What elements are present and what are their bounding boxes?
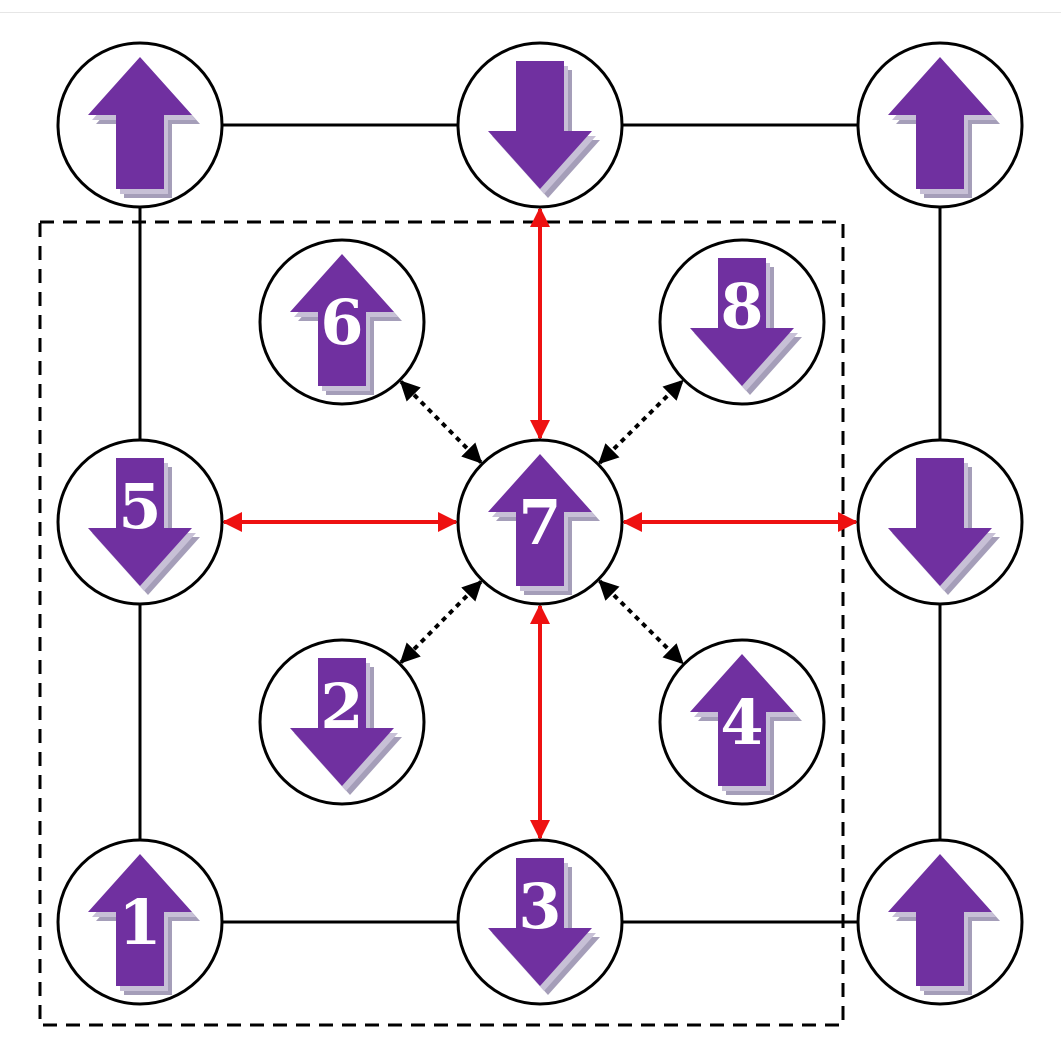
spin-node-1: 1 <box>56 838 224 1006</box>
dashed-cluster-frame <box>38 220 845 1027</box>
spin-node-3: 3 <box>456 838 624 1006</box>
spin-up-arrow-icon <box>690 654 794 786</box>
spin-node-br <box>856 838 1024 1006</box>
spin-down-arrow-icon <box>88 458 192 586</box>
spin-down-arrow-icon <box>488 858 592 986</box>
spin-up-arrow-icon <box>888 57 992 189</box>
spin-node-7: 7 <box>456 438 624 606</box>
spin-up-arrow-icon <box>888 854 992 986</box>
node-number-label: 4 <box>720 686 763 759</box>
spin-down-arrow-icon <box>888 458 992 586</box>
node-number-label: 8 <box>720 270 763 343</box>
node-number-label: 1 <box>118 886 161 959</box>
node-number-label: 3 <box>518 870 561 943</box>
spin-up-arrow-icon <box>88 854 192 986</box>
lattice-nodes: 6 8 5 7 2 4 1 3 <box>56 41 1024 1006</box>
top-divider <box>0 12 1061 13</box>
spin-node-2: 2 <box>258 638 426 806</box>
spin-up-arrow-icon <box>290 254 394 386</box>
spin-node-4: 4 <box>658 638 826 806</box>
node-number-label: 6 <box>320 286 363 359</box>
weak-link-n7-n4 <box>598 579 684 665</box>
spin-node-6: 6 <box>258 238 426 406</box>
weak-link-n7-n2 <box>399 580 483 664</box>
spin-node-mr <box>856 438 1024 606</box>
node-number-label: 2 <box>320 670 363 743</box>
spin-down-arrow-icon <box>488 61 592 189</box>
node-number-label: 7 <box>518 486 561 559</box>
weak-link-n7-n8 <box>598 379 684 465</box>
interaction-links <box>222 207 858 840</box>
spin-up-arrow-icon <box>488 454 592 586</box>
node-number-label: 5 <box>118 470 161 543</box>
spin-node-tm <box>456 41 624 209</box>
spin-node-tr <box>856 41 1024 209</box>
spin-node-8: 8 <box>658 238 826 406</box>
spin-node-tl <box>56 41 224 209</box>
spin-down-arrow-icon <box>290 658 394 786</box>
weak-link-n7-n6 <box>399 380 483 464</box>
spin-down-arrow-icon <box>690 258 794 386</box>
spin-up-arrow-icon <box>88 57 192 189</box>
spin-node-5: 5 <box>56 438 224 606</box>
